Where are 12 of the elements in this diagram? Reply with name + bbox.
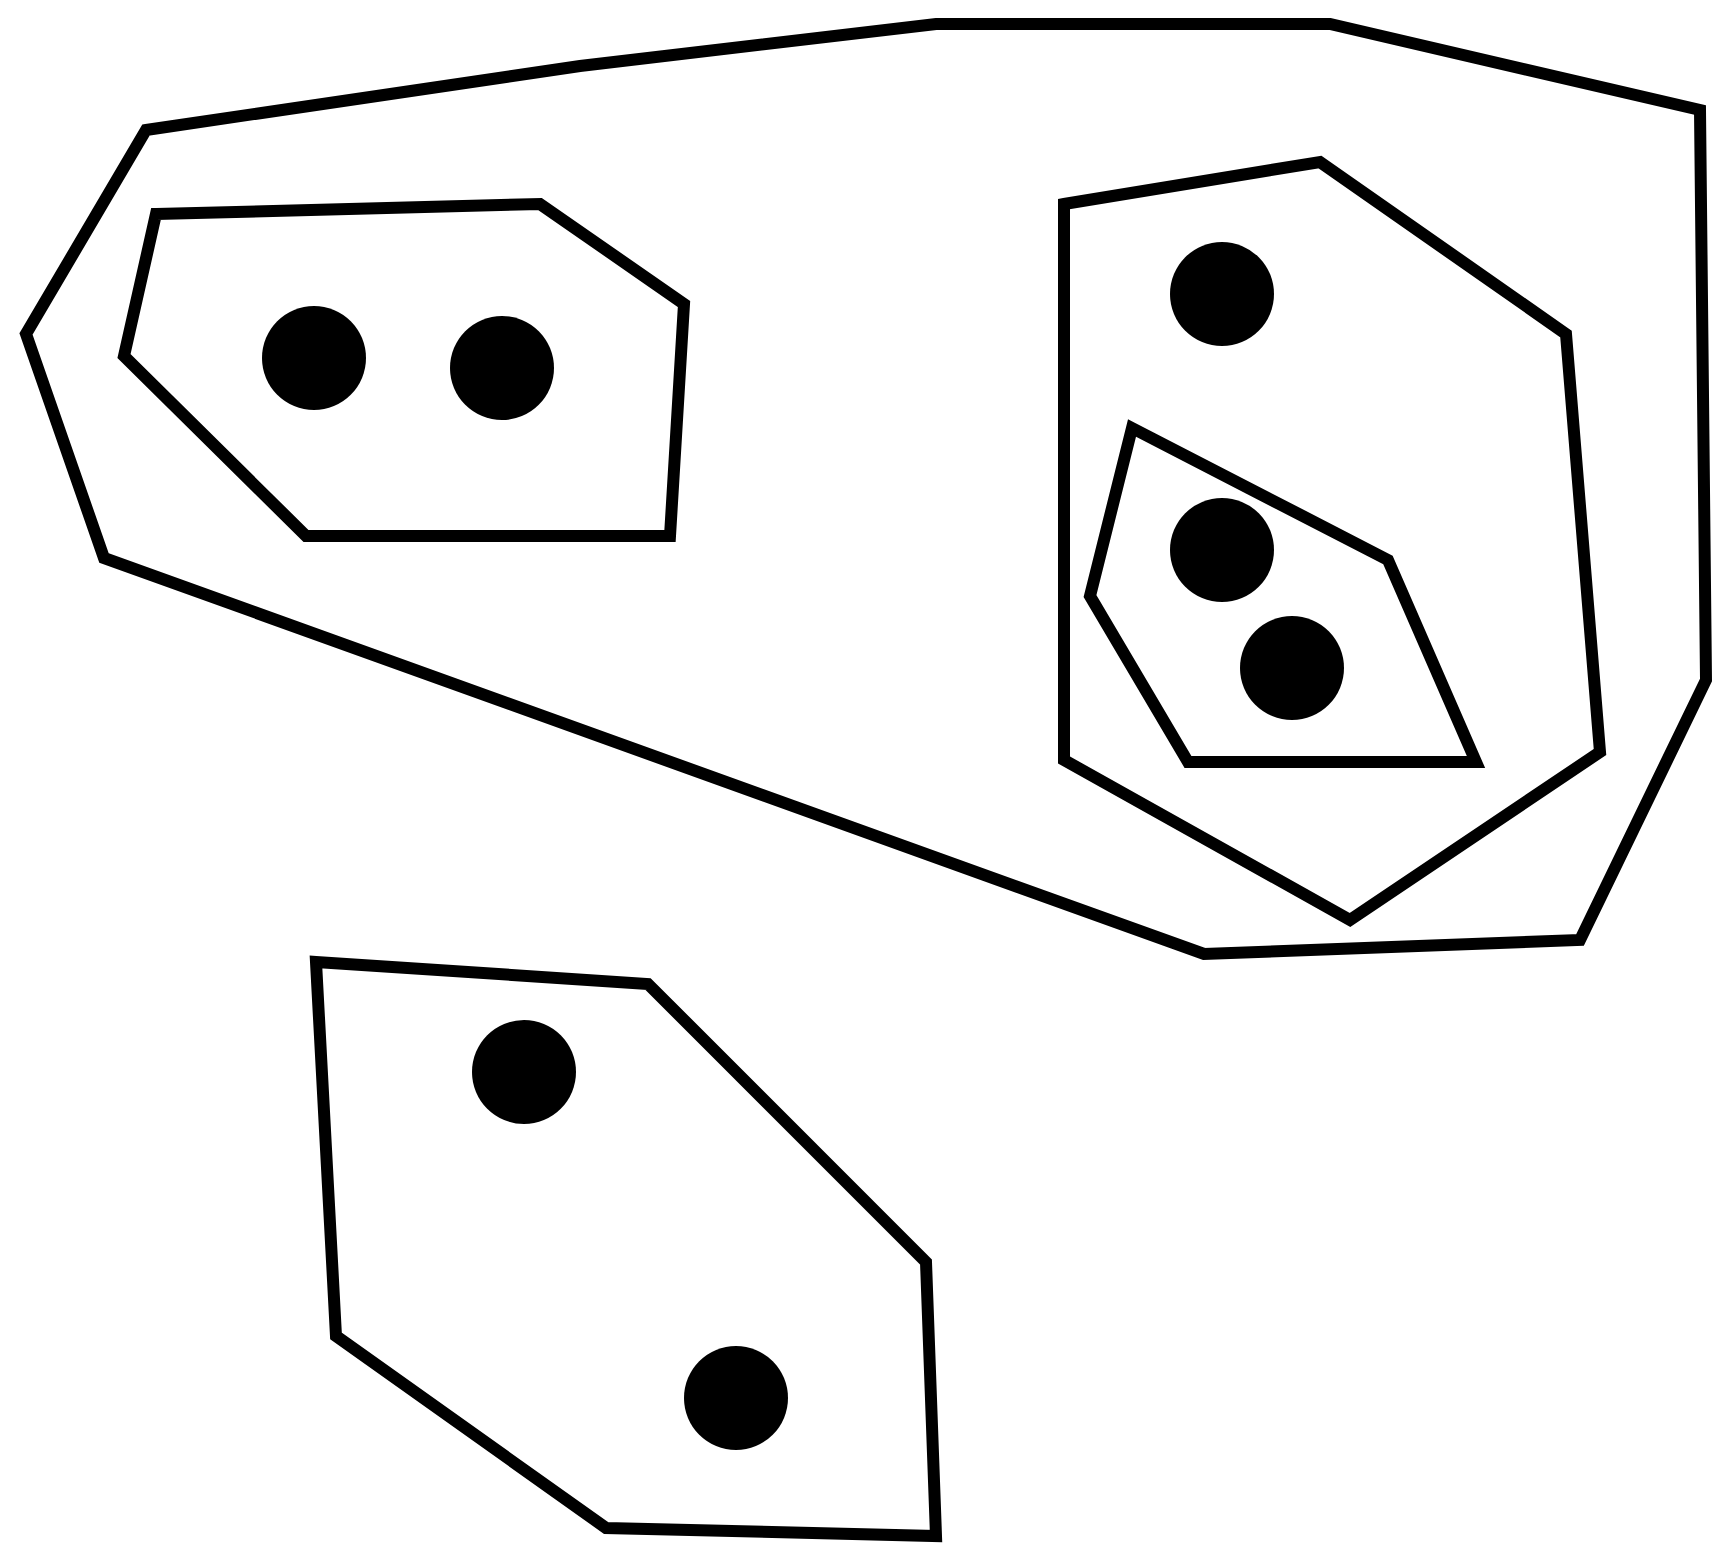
dot (472, 1020, 576, 1124)
dot (684, 1346, 788, 1450)
polygon-outline (309, 955, 943, 1543)
dot (1170, 242, 1274, 346)
polygon-outline (1058, 155, 1607, 928)
dot (450, 316, 554, 420)
dot (1240, 616, 1344, 720)
dot (1170, 498, 1274, 602)
polygon-outline (19, 18, 1712, 961)
polygon-outline (117, 197, 691, 542)
polygon-outline (1083, 419, 1486, 768)
dot (262, 306, 366, 410)
